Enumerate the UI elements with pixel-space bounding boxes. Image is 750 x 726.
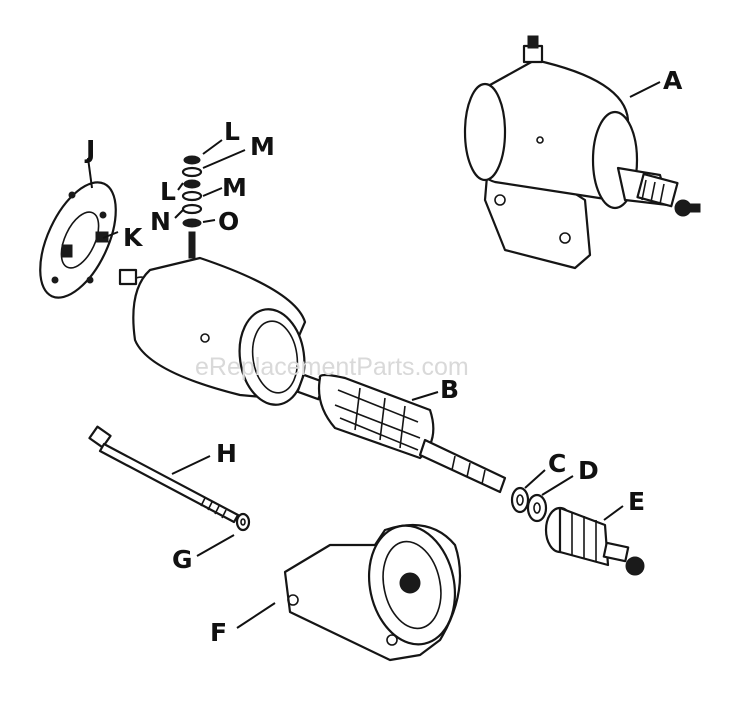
callout-g: G	[172, 545, 193, 574]
part-e-drive-pinion	[544, 505, 645, 576]
callout-f: F	[210, 618, 227, 647]
callout-l-lower: L	[160, 177, 176, 206]
terminal-hardware-stack	[174, 139, 246, 259]
washers-c-d	[510, 469, 574, 523]
callout-o: O	[218, 207, 239, 236]
callout-d: D	[578, 456, 599, 485]
callout-l-upper: L	[224, 117, 240, 146]
callout-h: H	[216, 439, 237, 468]
watermark-text: eReplacementParts.com	[195, 353, 469, 381]
callout-b: B	[440, 375, 459, 404]
motor-housing	[132, 256, 307, 406]
callout-n: N	[150, 207, 171, 236]
callout-e: E	[628, 487, 645, 516]
callout-m-upper: M	[250, 132, 275, 161]
part-j-end-cap	[39, 157, 153, 299]
part-a-starter-assembly	[463, 35, 701, 270]
callout-j: J	[84, 135, 95, 164]
callout-c: C	[548, 449, 566, 478]
callout-a: A	[663, 66, 683, 95]
part-b-armature	[296, 373, 507, 494]
part-h-through-bolt	[88, 425, 240, 524]
callout-m-lower: M	[222, 173, 247, 202]
callout-k: K	[123, 223, 144, 252]
part-g-lock-washer	[196, 512, 251, 557]
part-f-drive-end-bracket	[236, 523, 462, 662]
